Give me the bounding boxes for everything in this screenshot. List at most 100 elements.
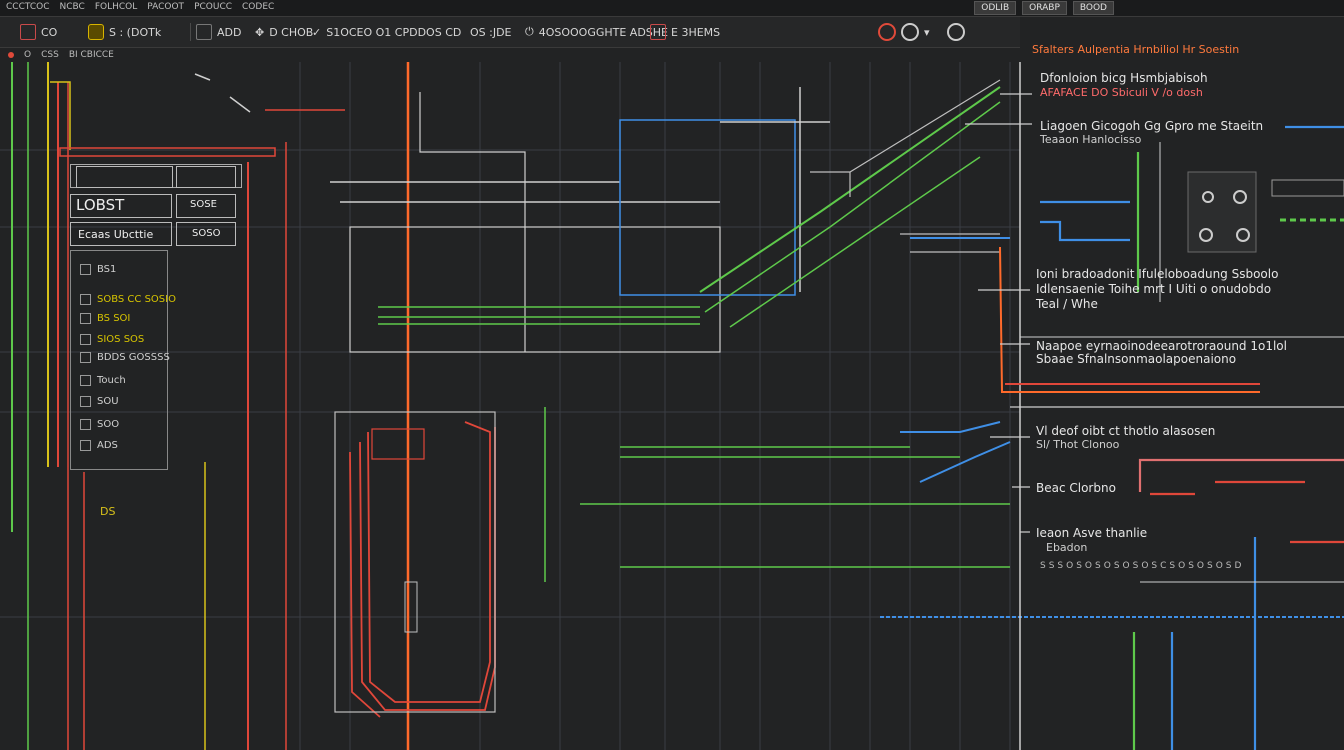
tool-right-group: ▾ — [878, 22, 965, 42]
table-cell — [70, 194, 172, 218]
tool-add[interactable]: ADD — [190, 22, 241, 42]
checkbox[interactable] — [80, 440, 91, 451]
grid-lines — [0, 62, 1020, 750]
checkbox[interactable] — [80, 294, 91, 305]
menu-item[interactable]: CODEC — [242, 2, 275, 12]
check-icon: ✓ — [312, 25, 322, 39]
menu-item[interactable]: FOLHCOL — [94, 2, 138, 12]
dropdown-icon[interactable]: ▾ — [924, 25, 930, 39]
component-frame — [334, 411, 496, 713]
annotation-text: Beac Clorbno — [1036, 481, 1116, 495]
item-list — [70, 250, 168, 470]
knob-icon[interactable] — [1233, 190, 1247, 204]
table-side-text: SOSO — [192, 228, 221, 239]
checkbox[interactable] — [80, 375, 91, 386]
status-subbar: O CSS BI CBICCE — [0, 48, 1028, 62]
panel-header: Sfalters Aulpentia Hrnbiliol Hr Soestin — [1032, 43, 1240, 56]
tool-label: 4OSOOOGGHTE ADSHE — [538, 25, 669, 39]
tool-check[interactable]: ✓ S1OCEO O1 CPDDOS CD — [312, 22, 461, 42]
list-item[interactable]: Touch — [80, 375, 126, 386]
tool-layer[interactable]: S : (DOTk — [88, 22, 161, 42]
list-item[interactable]: SIOS SOS — [80, 334, 144, 345]
list-item[interactable]: BDDS GOSSSS — [80, 352, 170, 363]
menu-item[interactable]: NCBC — [59, 2, 85, 12]
list-item-label: BS1 — [97, 264, 117, 275]
annotation-text: Teaaon Hanlocisso — [1040, 133, 1142, 146]
menu-item[interactable]: PCOUCC — [194, 2, 233, 12]
flag-icon — [650, 24, 666, 40]
checkbox[interactable] — [80, 419, 91, 430]
knob-icon[interactable] — [1236, 228, 1250, 242]
annotation-text: AFAFACE DO Sbiculi V /o dosh — [1040, 86, 1203, 99]
annotation-text: Ioni bradoadonit Ifuleloboadung Ssboolo — [1036, 267, 1279, 281]
checkbox[interactable] — [80, 334, 91, 345]
list-item[interactable]: ADS — [80, 440, 118, 451]
list-item-label: BS SOI — [97, 313, 131, 324]
table-cell — [176, 222, 236, 246]
table-cell — [176, 194, 236, 218]
annotation-text: Dfonloion bicg Hsmbjabisoh — [1040, 71, 1208, 85]
menu-item[interactable]: PACOOT — [147, 2, 185, 12]
tool-power[interactable]: ⏻ 4OSOOOGGHTE ADSHE — [525, 22, 668, 42]
window-tab[interactable]: ORABP — [1022, 1, 1067, 15]
list-item-label: Touch — [97, 375, 126, 386]
blue-traces — [880, 237, 1344, 618]
annotation-text: Naapoe eyrnaoinodeearotroraound 1o1lol — [1036, 339, 1287, 353]
power-icon: ⏻ — [525, 25, 534, 38]
target-icon[interactable] — [901, 23, 919, 41]
annotation-text: Idlensaenie Toihe mrt I Uiti o onudobdo — [1036, 282, 1272, 296]
tool-label: S : (DOTk — [109, 25, 162, 39]
list-item-label: ADS — [97, 440, 118, 451]
tool-chain[interactable]: OS :JDE — [470, 22, 512, 42]
list-item[interactable]: SOBS CC SOSIO — [80, 294, 176, 305]
table-row[interactable] — [70, 222, 172, 246]
table-cell — [76, 166, 173, 188]
checkbox[interactable] — [80, 264, 91, 275]
knob-icon[interactable] — [1202, 191, 1214, 203]
list-item-label: BDDS GOSSSS — [97, 352, 170, 363]
window-tab[interactable]: ODLIB — [974, 1, 1017, 15]
settings-icon[interactable] — [946, 23, 965, 41]
list-item[interactable]: BS SOI — [80, 313, 130, 324]
annotation-text: Sl/ Thot Clonoo — [1036, 438, 1120, 451]
tool-file[interactable]: CO — [20, 22, 57, 42]
layer-icon — [88, 24, 104, 40]
menu-item[interactable]: CCCTCOC — [6, 2, 50, 12]
component-pin — [404, 581, 418, 633]
annotation-text: Sbaae Sfnalnsonmaolapoenaiono — [1036, 352, 1237, 366]
file-icon — [20, 24, 36, 40]
right-traces — [1040, 125, 1344, 750]
subbar-item: O — [24, 50, 32, 60]
title-bar: CCCTCOC NCBC FOLHCOL PACOOT PCOUCC CODEC… — [0, 0, 1344, 17]
checkbox[interactable] — [80, 352, 91, 363]
list-item-label: SOBS CC SOSIO — [97, 294, 176, 305]
record-icon[interactable] — [878, 23, 896, 41]
table-cell — [176, 166, 236, 188]
left-rails — [11, 62, 410, 750]
tool-move[interactable]: ✥ D CHOB — [255, 22, 313, 42]
checkbox[interactable] — [80, 313, 91, 324]
subbar-item: BI CBICCE — [68, 50, 114, 60]
schematic-canvas[interactable] — [0, 62, 1344, 750]
table-title: LOBST — [76, 196, 125, 214]
table-side-text: SOSE — [190, 199, 217, 210]
list-item[interactable]: BS1 — [80, 264, 116, 275]
move-icon: ✥ — [255, 25, 265, 39]
annotation-text: Ebadon — [1046, 541, 1088, 554]
table-row-label: Ecaas Ubcttie — [78, 228, 154, 241]
list-item-label: SOU — [97, 396, 119, 407]
knob-icon[interactable] — [1199, 228, 1213, 242]
annotation-text: SSSOSOSOSOSOSCSOSOSOSD — [1040, 561, 1245, 571]
control-box — [1187, 171, 1257, 253]
grid-icon — [196, 24, 212, 40]
menu-bar: CCCTCOC NCBC FOLHCOL PACOOT PCOUCC CODEC — [6, 2, 274, 12]
list-item[interactable]: SOU — [80, 396, 119, 407]
tool-flag[interactable]: E 3HEMS — [650, 22, 720, 42]
annotation-text: Ieaon Asve thanlie — [1036, 526, 1148, 540]
list-item[interactable]: SOO — [80, 419, 119, 430]
checkbox[interactable] — [80, 396, 91, 407]
window-tab[interactable]: BOOD — [1072, 1, 1114, 15]
toolbar: CO S : (DOTk ADD ✥ D CHOB ✓ S1OCEO O1 CP… — [0, 17, 1020, 48]
subbar-item: CSS — [41, 50, 59, 60]
separator — [190, 23, 191, 41]
